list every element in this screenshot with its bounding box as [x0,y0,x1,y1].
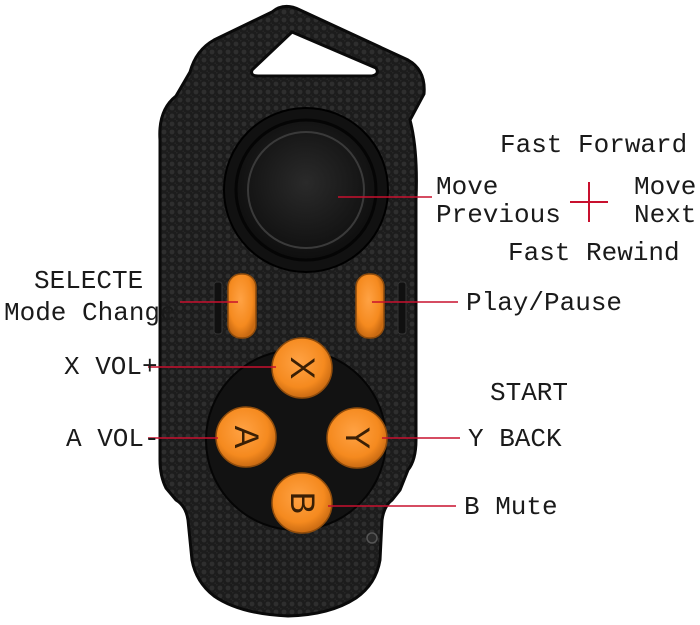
label-selecte: SELECTE [34,266,144,296]
label-b-mute: B Mute [464,492,558,522]
label-play-pause: Play/Pause [466,288,623,318]
indicator-led [366,532,378,544]
label-a-vol-minus: A VOL- [66,424,160,454]
a-button-letter: A [227,426,265,449]
a-button[interactable]: A [215,406,277,468]
joystick-ring [247,131,365,249]
b-button[interactable]: B [271,472,333,534]
x-button-letter: X [283,357,321,380]
right-side-rail [397,281,407,335]
label-mode-change: Mode Change [4,298,176,328]
b-button-letter: B [283,492,321,515]
x-button[interactable]: X [271,337,333,399]
lanyard-hole [250,30,379,78]
joystick[interactable] [223,107,389,273]
label-move-previous-2: Previous [436,200,561,230]
label-fast-rewind: Fast Rewind [508,238,680,268]
left-side-rail [213,281,223,335]
y-button-letter: Y [338,427,376,450]
label-start: START [490,378,569,408]
leader-lines [148,196,460,507]
label-x-vol-plus: X VOL+ [64,352,158,382]
label-y-back: Y BACK [468,424,562,454]
y-button[interactable]: Y [326,407,388,469]
label-move-next-2: Next [634,200,697,230]
select-button[interactable] [227,273,257,339]
play-pause-button[interactable] [355,273,385,339]
label-move-previous-1: Move [436,172,499,202]
label-fast-forward: Fast Forward [500,130,688,160]
direction-plus-icon [570,182,608,222]
side-buttons [213,273,407,339]
label-move-next-1: Move [634,172,697,202]
joystick-cap[interactable] [234,118,378,262]
